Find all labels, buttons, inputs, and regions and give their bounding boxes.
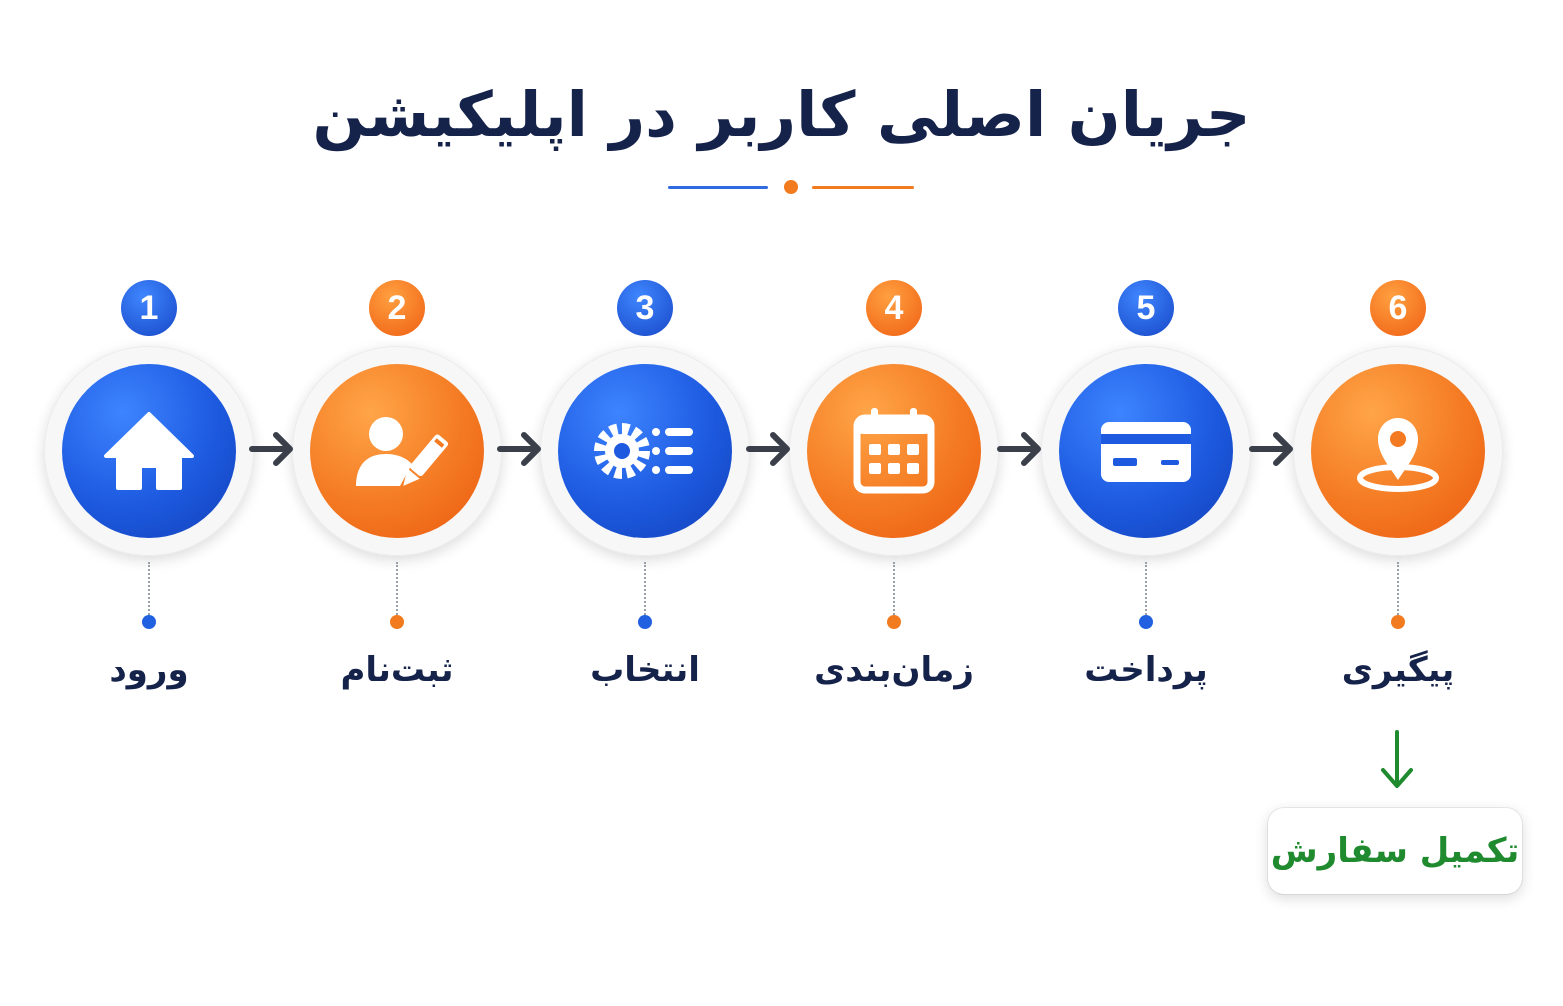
- step-5: 5 پرداخت: [1041, 280, 1251, 710]
- order-complete-box: تکمیل سفارش: [1268, 808, 1522, 894]
- connector-line: [893, 562, 895, 618]
- arrow-right-icon: [745, 426, 795, 472]
- connector-line: [148, 562, 150, 618]
- connector-dot: [1391, 615, 1405, 629]
- step-4: 4 زمان‌بندی: [789, 280, 999, 710]
- divider-line-orange: [812, 186, 914, 189]
- step-label: ثبت‌نام: [340, 650, 454, 690]
- step-label: پیگیری: [1341, 650, 1455, 690]
- location-pin-icon: [1357, 418, 1439, 492]
- connector-dot: [887, 615, 901, 629]
- divider-dot: [784, 180, 798, 194]
- connector-dot: [142, 615, 156, 629]
- step-number-badge: 6: [1370, 280, 1426, 336]
- credit-card-icon: [1101, 422, 1191, 482]
- arrow-right-icon: [248, 426, 298, 472]
- divider-line-blue: [668, 186, 768, 189]
- home-icon: [104, 412, 194, 490]
- arrow-right-icon: [996, 426, 1046, 472]
- arrow-right-icon: [1248, 426, 1298, 472]
- step-number-badge: 2: [369, 280, 425, 336]
- step-label: زمان‌بندی: [814, 650, 974, 690]
- step-number-badge: 4: [866, 280, 922, 336]
- step-label: انتخاب: [590, 650, 700, 690]
- connector-line: [644, 562, 646, 618]
- step-icon-circle: [292, 346, 502, 556]
- step-number-badge: 5: [1118, 280, 1174, 336]
- connector-dot: [1139, 615, 1153, 629]
- settings-list-icon: [594, 423, 693, 479]
- connector-dot: [390, 615, 404, 629]
- connector-line: [1397, 562, 1399, 618]
- connector-dot: [638, 615, 652, 629]
- step-icon-circle: [1041, 346, 1251, 556]
- step-6: 6 پیگیری: [1293, 280, 1503, 710]
- arrow-right-icon: [496, 426, 546, 472]
- step-icon-circle: [789, 346, 999, 556]
- connector-line: [1145, 562, 1147, 618]
- step-2: 2 ثبت‌نام: [292, 280, 502, 710]
- step-number-badge: 3: [617, 280, 673, 336]
- page-title: جریان اصلی کاربر در اپلیکیشن: [312, 78, 1251, 151]
- title-divider: [668, 180, 916, 194]
- step-label: ورود: [109, 650, 189, 690]
- calendar-icon: [853, 408, 935, 494]
- step-label: پرداخت: [1084, 650, 1208, 690]
- user-edit-icon: [356, 417, 449, 486]
- step-icon-circle: [540, 346, 750, 556]
- step-icon-circle: [1293, 346, 1503, 556]
- arrow-down-icon: [1377, 728, 1417, 792]
- step-1: 1 ورود: [44, 280, 254, 710]
- step-3: 3 انتخاب: [540, 280, 750, 710]
- step-icon-circle: [44, 346, 254, 556]
- step-number-badge: 1: [121, 280, 177, 336]
- connector-line: [396, 562, 398, 618]
